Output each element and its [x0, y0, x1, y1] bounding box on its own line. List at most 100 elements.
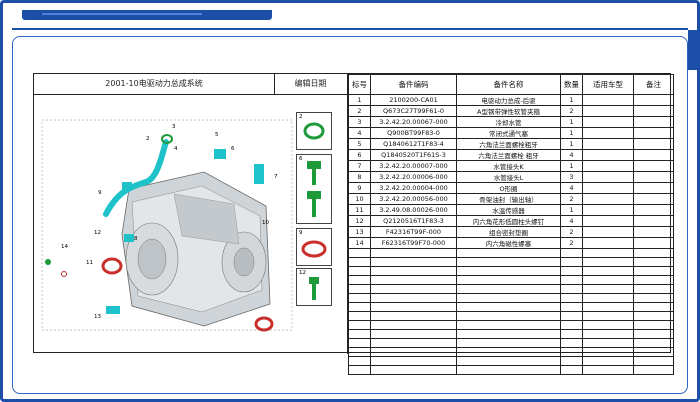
- table-cell: [633, 338, 674, 348]
- table-cell: [633, 284, 674, 294]
- table-cell: [582, 237, 634, 249]
- table-cell: [348, 275, 371, 285]
- table-cell: 常闭式通气塞: [456, 127, 561, 139]
- table-cell: 14: [348, 237, 371, 249]
- thumbnail-screw: 12: [296, 268, 332, 306]
- table-cell: 8: [348, 171, 371, 183]
- table-row: [348, 365, 674, 375]
- table-cell: 1: [560, 160, 583, 172]
- table-cell: [348, 329, 371, 339]
- table-cell: F42316T99F-000: [370, 226, 457, 238]
- table-cell: [633, 204, 674, 216]
- table-cell: [456, 320, 561, 330]
- table-cell: 6: [348, 149, 371, 161]
- table-cell: 水管接头L: [456, 171, 561, 183]
- table-cell: [560, 257, 583, 267]
- table-cell: [456, 356, 561, 366]
- table-cell: [582, 149, 634, 161]
- sheet-title-row: 2001-10电驱动力总成系统 编辑日期: [34, 74, 347, 95]
- table-cell: [348, 284, 371, 294]
- edit-date-label: 编辑日期: [294, 79, 327, 88]
- o-ring-icon: [301, 240, 327, 258]
- thumbnail-label: 12: [299, 270, 306, 276]
- table-cell: 2: [348, 105, 371, 117]
- diagram-svg: 2 3 4 5 6 7 8 9 10 11 12 13 14: [41, 119, 293, 332]
- table-cell: [456, 302, 561, 312]
- table-cell: [633, 356, 674, 366]
- coolant-pipe: [103, 139, 169, 217]
- table-cell: [348, 248, 371, 258]
- table-cell: 1: [560, 94, 583, 106]
- table-cell: [633, 160, 674, 172]
- water-fitting: [124, 234, 134, 242]
- water-fitting: [214, 149, 226, 159]
- table-row: [348, 275, 674, 285]
- table-cell: 内六角花形低圆柱头螺钉: [456, 215, 561, 227]
- table-cell: 1: [560, 116, 583, 128]
- table-cell: [633, 257, 674, 267]
- table-cell: Q1840520T1F61S-3: [370, 149, 457, 161]
- table-cell: [560, 347, 583, 357]
- table-cell: [633, 105, 674, 117]
- table-cell: 10: [348, 193, 371, 205]
- table-cell: 12: [348, 215, 371, 227]
- table-cell: [633, 215, 674, 227]
- table-cell: 2: [560, 226, 583, 238]
- table-cell: Q2120516T1F83-3: [370, 215, 457, 227]
- oil-seal: [254, 316, 274, 332]
- callout: 6: [231, 146, 235, 152]
- table-cell: [582, 266, 634, 276]
- table-cell: [582, 302, 634, 312]
- table-cell: [582, 293, 634, 303]
- table-cell: [348, 311, 371, 321]
- table-cell: [370, 320, 457, 330]
- table-cell: [582, 226, 634, 238]
- callout: 11: [86, 260, 93, 266]
- table-cell: [456, 347, 561, 357]
- table-cell: [370, 365, 457, 375]
- table-cell: [456, 275, 561, 285]
- table-cell: F62316T99F70-000: [370, 237, 457, 249]
- col-header: 备注: [633, 74, 674, 95]
- table-cell: 六角法兰面螺栓 粗牙: [456, 149, 561, 161]
- table-cell: 4: [560, 215, 583, 227]
- table-cell: [633, 293, 674, 303]
- thumbnail-label: 6: [299, 156, 303, 162]
- table-cell: [348, 320, 371, 330]
- table-cell: [560, 293, 583, 303]
- callout: 14: [61, 244, 68, 250]
- table-cell: A型钢带弹性软管夹箍: [456, 105, 561, 117]
- table-cell: [560, 311, 583, 321]
- table-row: [348, 248, 674, 258]
- table-cell: [456, 365, 561, 375]
- table-cell: [582, 94, 634, 106]
- table-cell: [582, 338, 634, 348]
- table-cell: [370, 275, 457, 285]
- table-header-row: 标号 备件编码 备件名称 数量 适用车型 备注: [348, 74, 674, 95]
- table-row: [348, 356, 674, 366]
- table-cell: [560, 356, 583, 366]
- water-fitting: [106, 306, 120, 314]
- table-cell: 3: [348, 116, 371, 128]
- table-cell: [633, 248, 674, 258]
- table-cell: [582, 275, 634, 285]
- callout-labels: 2 3 4 5 6 7 8 9 10 11 12 13 14: [61, 124, 278, 320]
- table-cell: [456, 311, 561, 321]
- table-cell: [370, 248, 457, 258]
- table-cell: 电驱动力总成-后驱: [456, 94, 561, 106]
- table-cell: [633, 302, 674, 312]
- col-header: 数量: [560, 74, 583, 95]
- col-header: 标号: [348, 74, 371, 95]
- hose-clamp: [161, 134, 173, 144]
- table-row: [348, 329, 674, 339]
- table-cell: [370, 284, 457, 294]
- table-cell: [582, 138, 634, 150]
- table-cell: Q673C27T99F61-0: [370, 105, 457, 117]
